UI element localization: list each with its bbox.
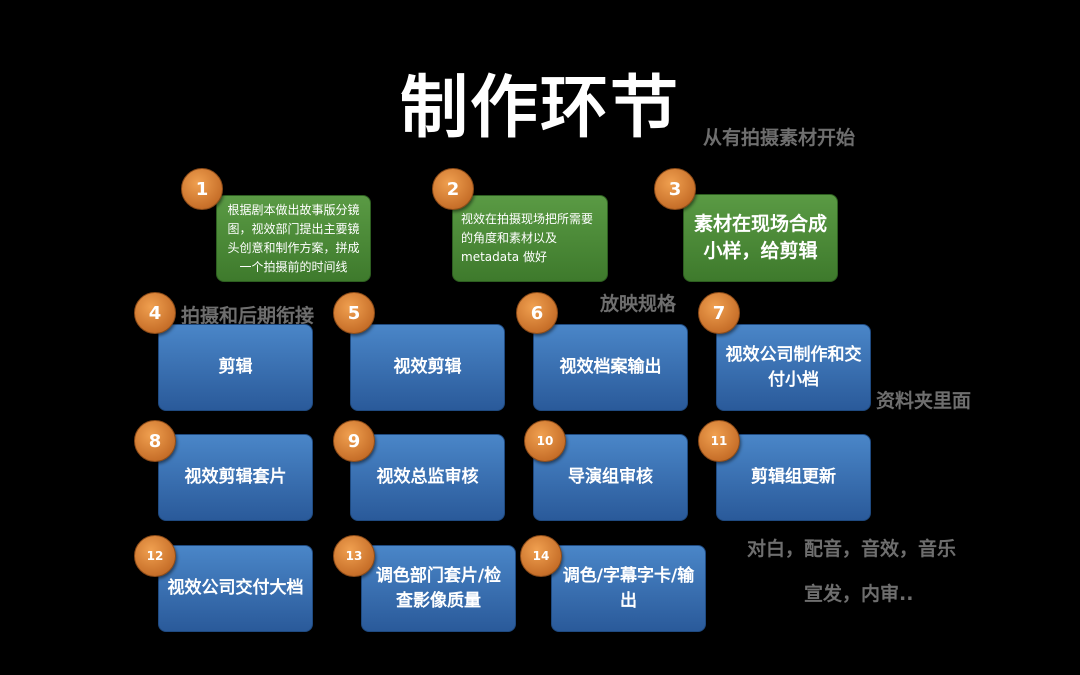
step-number-7: 7	[698, 292, 740, 334]
step-box-14: 调色/字幕字卡/输出	[551, 545, 706, 632]
step-box-12: 视效公司交付大档	[158, 545, 313, 632]
note-inside-folder: 资料夹里面	[876, 390, 972, 412]
step-number-5: 5	[333, 292, 375, 334]
step-number-11: 11	[698, 420, 740, 462]
page-title: 制作环节	[399, 69, 680, 148]
note-start-from-footage: 从有拍摄素材开始	[703, 127, 856, 149]
step-number-12: 12	[134, 535, 176, 577]
step-box-8: 视效剪辑套片	[158, 434, 313, 521]
step-box-5: 视效剪辑	[350, 324, 505, 411]
step-number-8: 8	[134, 420, 176, 462]
step-number-9: 9	[333, 420, 375, 462]
step-box-4: 剪辑	[158, 324, 313, 411]
step-number-13: 13	[333, 535, 375, 577]
step-box-1: 根据剧本做出故事版分镜图，视效部门提出主要镜头创意和制作方案，拼成一个拍摄前的时…	[216, 195, 371, 282]
step-number-14: 14	[520, 535, 562, 577]
step-number-3: 3	[654, 168, 696, 210]
step-box-3: 素材在现场合成小样，给剪辑	[683, 194, 838, 282]
step-number-10: 10	[524, 420, 566, 462]
step-number-4: 4	[134, 292, 176, 334]
note-release-review: 宣发，内审..	[804, 583, 914, 605]
step-box-9: 视效总监审核	[350, 434, 505, 521]
step-box-11: 剪辑组更新	[716, 434, 871, 521]
step-box-13: 调色部门套片/检查影像质量	[361, 545, 516, 632]
step-box-6: 视效档案输出	[533, 324, 688, 411]
note-projection-spec: 放映规格	[600, 293, 677, 315]
step-box-2: 视效在拍摄现场把所需要的角度和素材以及metadata 做好	[452, 195, 608, 282]
step-box-10: 导演组审核	[533, 434, 688, 521]
step-box-7: 视效公司制作和交付小档	[716, 324, 871, 411]
step-number-6: 6	[516, 292, 558, 334]
note-dialogue-audio: 对白，配音，音效，音乐	[747, 538, 957, 560]
step-number-2: 2	[432, 168, 474, 210]
step-number-1: 1	[181, 168, 223, 210]
note-shoot-post-link: 拍摄和后期衔接	[181, 305, 315, 327]
